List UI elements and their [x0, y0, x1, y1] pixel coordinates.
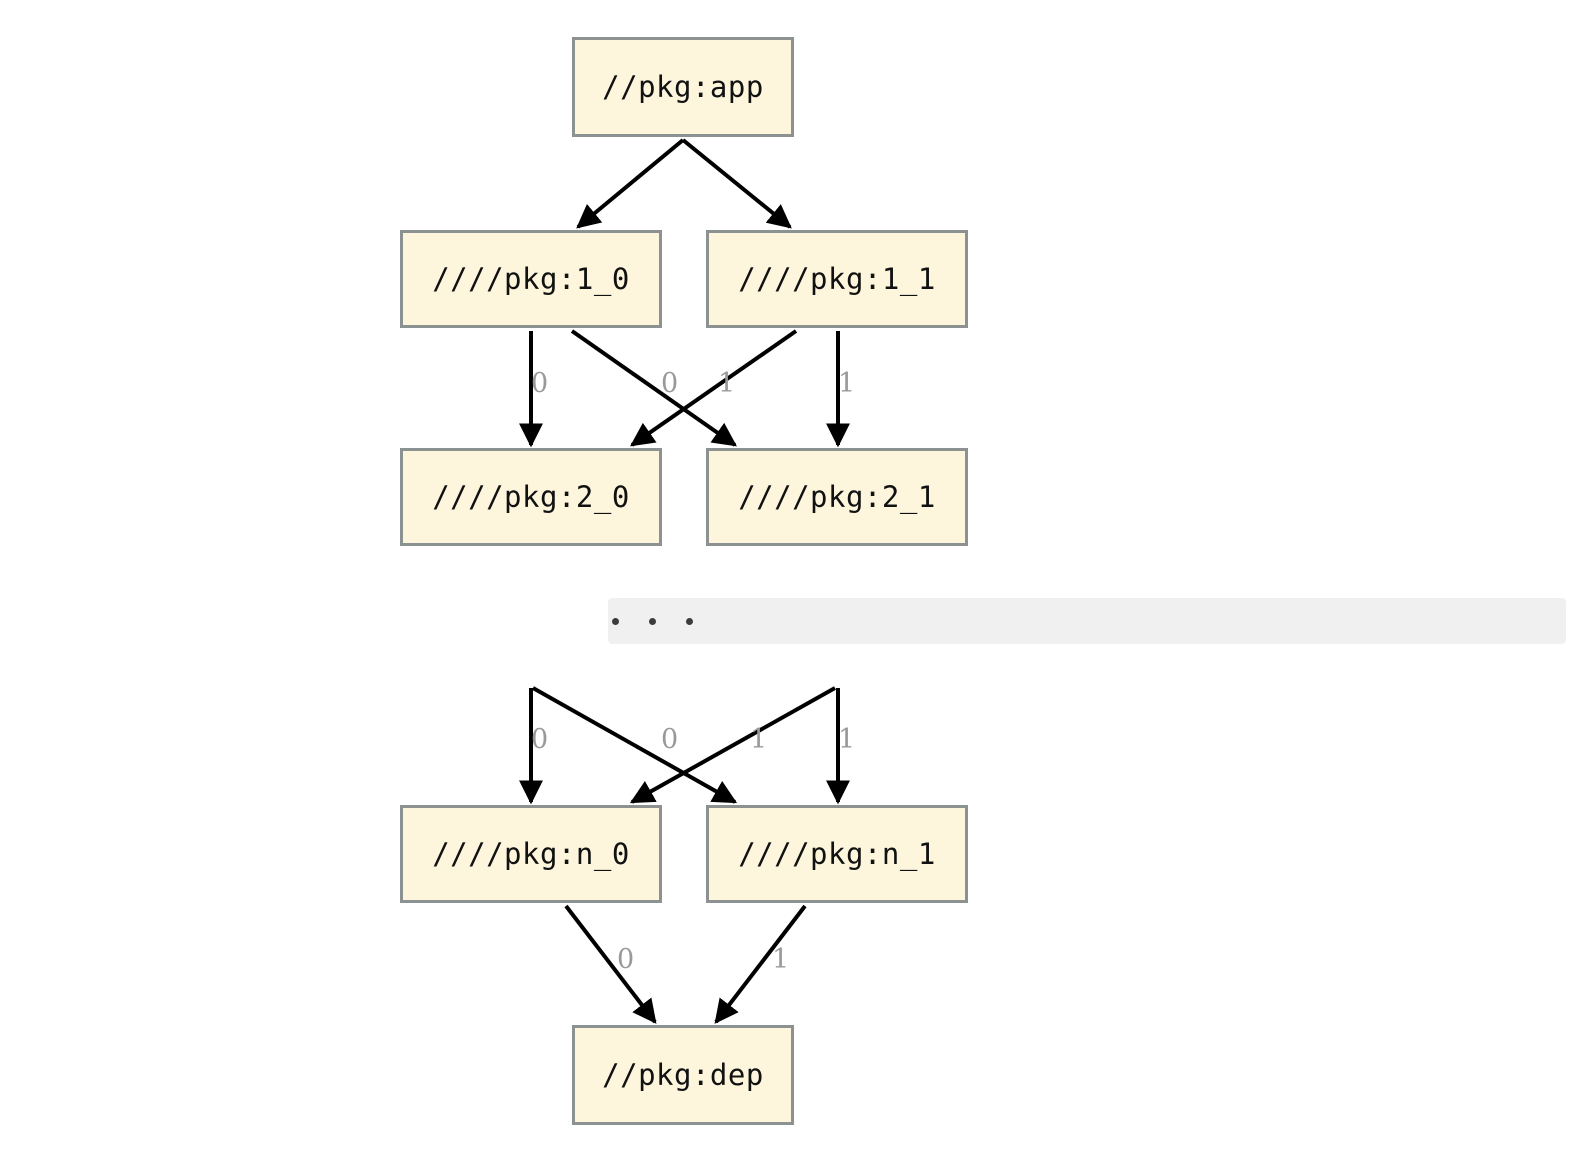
graph-node-n2_0[interactable]: ////pkg:2_0: [400, 448, 662, 546]
graph-node-label: ////pkg:2_1: [738, 480, 936, 514]
graph-edge-upstream-to-nn_0: [629, 686, 836, 804]
graph-node-dep[interactable]: //pkg:dep: [572, 1025, 794, 1125]
graph-edge-n1_1-to-n2_0: [630, 329, 798, 447]
graph-edge-label: 1: [718, 368, 736, 399]
graph-node-label: ////pkg:1_1: [738, 262, 936, 296]
graph-edge-label: 0: [617, 944, 635, 975]
graph-node-label: ////pkg:2_0: [432, 480, 630, 514]
graph-edge-app-to-n1_0: [576, 138, 685, 229]
graph-edge-label: 1: [750, 724, 768, 755]
graph-edge-label: 0: [531, 724, 549, 755]
graph-node-app[interactable]: //pkg:app: [572, 37, 794, 137]
graph-node-label: //pkg:dep: [602, 1058, 764, 1092]
graph-edge-nn_1-to-dep: [714, 904, 807, 1024]
graph-node-label: //pkg:app: [602, 70, 764, 104]
collapsed-rows-band: [608, 598, 1566, 644]
graph-edge-upstream-to-nn_1: [532, 686, 738, 804]
graph-edge-label: 0: [661, 368, 679, 399]
graph-node-n2_1[interactable]: ////pkg:2_1: [706, 448, 968, 546]
graph-node-label: ////pkg:n_0: [432, 837, 630, 871]
graph-node-n1_0[interactable]: ////pkg:1_0: [400, 230, 662, 328]
graph-node-n1_1[interactable]: ////pkg:1_1: [706, 230, 968, 328]
ellipsis-dot: [612, 617, 619, 625]
ellipsis-dot: [686, 617, 693, 625]
graph-edge-nn_0-to-dep: [564, 904, 657, 1024]
graph-edge-label: 1: [838, 724, 856, 755]
graph-edge-label: 1: [772, 944, 790, 975]
collapsed-rows-dots: [612, 616, 723, 626]
graph-node-label: ////pkg:n_1: [738, 837, 936, 871]
graph-edge-label: 1: [838, 368, 856, 399]
graph-edge-app-to-n1_1: [681, 138, 792, 229]
graph-edge-label: 0: [661, 724, 679, 755]
edge-lines: [519, 138, 850, 1024]
graph-node-label: ////pkg:1_0: [432, 262, 630, 296]
graph-edge-n1_0-to-n2_1: [570, 329, 737, 447]
graph-node-nn_0[interactable]: ////pkg:n_0: [400, 805, 662, 903]
graph-edge-label: 0: [531, 368, 549, 399]
graph-node-nn_1[interactable]: ////pkg:n_1: [706, 805, 968, 903]
ellipsis-dot: [649, 617, 656, 625]
